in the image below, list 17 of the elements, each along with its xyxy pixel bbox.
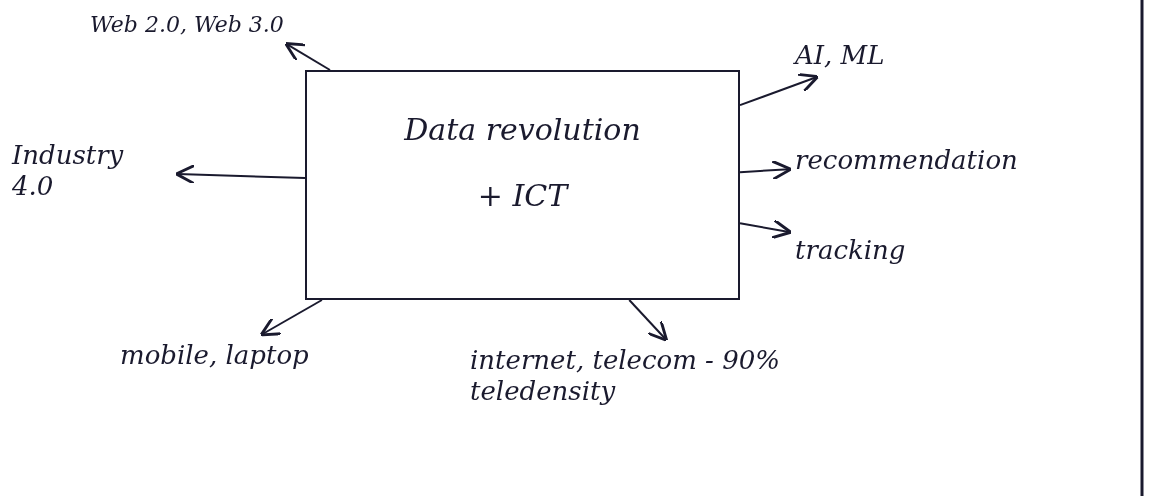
- arrow: [739, 218, 793, 240]
- arrow: [284, 42, 331, 71]
- node-text: Industry 4.0: [12, 140, 125, 203]
- process-box: [305, 70, 740, 300]
- arrow: [628, 299, 669, 342]
- node-text: Web 2.0, Web 3.0: [90, 12, 285, 39]
- node-text: internet, telecom - 90% teledensity: [470, 345, 781, 408]
- arrow: [739, 159, 793, 181]
- box-title: Data revolution: [403, 112, 642, 148]
- box-subtitle: + ICT: [476, 178, 570, 214]
- arrow: [259, 299, 323, 337]
- node-text: tracking: [795, 235, 907, 267]
- node-text: AI, ML: [795, 40, 886, 72]
- arrow: [739, 72, 820, 107]
- arrow: [174, 164, 306, 185]
- node-text: mobile, laptop: [120, 340, 310, 372]
- node-text: recommendation: [795, 145, 1019, 177]
